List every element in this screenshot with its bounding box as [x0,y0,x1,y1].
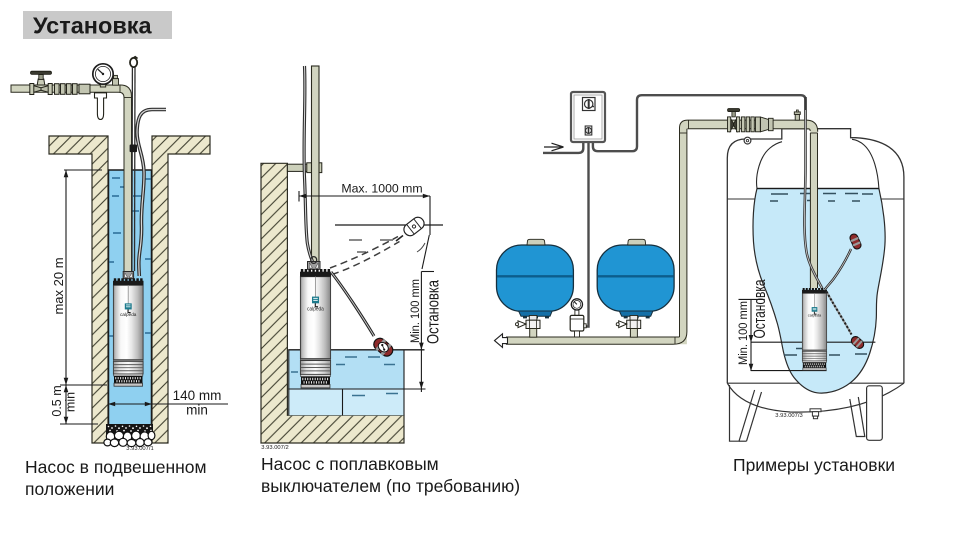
svg-text:выключателем (по требованию): выключателем (по требованию) [261,476,520,496]
svg-text:положении: положении [25,479,114,499]
svg-text:max 20 m: max 20 m [51,257,66,314]
svg-text:min: min [186,403,208,418]
svg-text:3.93.007/1: 3.93.007/1 [126,446,153,452]
svg-text:140 mm: 140 mm [173,388,222,403]
svg-text:min: min [64,392,78,412]
svg-text:Min. 100 mm: Min. 100 mm [408,279,422,343]
svg-text:Остановка: Остановка [425,279,443,344]
svg-text:Примеры установки: Примеры установки [733,455,895,475]
svg-text:3.93.007/3: 3.93.007/3 [775,413,802,419]
svg-text:0.5 m: 0.5 m [50,385,64,416]
svg-text:Max. 1000 mm: Max. 1000 mm [341,182,422,196]
svg-text:Установка: Установка [33,13,153,39]
svg-text:Остановка: Остановка [751,279,769,339]
svg-text:Min. 100 mm: Min. 100 mm [736,301,750,365]
svg-text:Насос с поплавковым: Насос с поплавковым [261,454,439,474]
svg-text:3.93.007/2: 3.93.007/2 [261,445,288,451]
svg-text:Насос в подвешенном: Насос в подвешенном [25,457,207,477]
